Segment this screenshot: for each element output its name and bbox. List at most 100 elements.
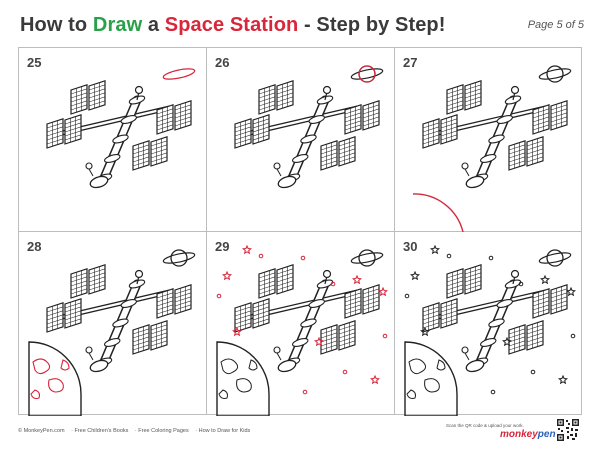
solar-cell-line [423, 126, 439, 133]
solar-cell-line [71, 276, 87, 283]
solar-panel [526, 136, 544, 167]
solar-cell-line [259, 104, 275, 111]
solar-cell-line [509, 156, 525, 163]
step-cell: 25 [19, 48, 207, 232]
qr-code-icon[interactable] [556, 418, 580, 442]
solar-cell-line [157, 112, 173, 119]
solar-cell-line [423, 306, 439, 313]
solar-cell-line [363, 288, 379, 295]
solar-cell-line [253, 306, 269, 313]
solar-cell-line [47, 306, 63, 313]
solar-panel [174, 284, 192, 315]
solar-cell-line [441, 314, 457, 321]
solar-cell-line [47, 134, 63, 141]
earth-continents [218, 358, 258, 399]
solar-cell-line [423, 130, 439, 137]
star-icon [352, 274, 362, 285]
station-drawing [234, 65, 384, 189]
solar-cell-line [447, 276, 463, 283]
solar-cell-line [447, 96, 463, 103]
planet-ring [350, 252, 384, 264]
solar-cell-line [235, 306, 251, 313]
solar-cell-line [509, 340, 525, 347]
solar-cell-line [157, 108, 173, 115]
star-icon [502, 336, 512, 347]
space-dot [342, 369, 348, 375]
solar-cell-line [509, 144, 525, 151]
title-draw: Draw [92, 14, 143, 36]
solar-panel [156, 104, 174, 135]
step-cell: 27 [395, 48, 583, 232]
solar-cell-line [259, 92, 275, 99]
solar-cell-line [551, 296, 567, 303]
footer-link[interactable]: · How to Draw for Kids [195, 428, 251, 434]
solar-cell-line [89, 96, 105, 103]
solar-cell-line [363, 120, 379, 127]
solar-cell-line [527, 148, 543, 155]
solar-cell-line [465, 284, 481, 291]
solar-cell-line [345, 108, 361, 115]
space-dot [258, 253, 264, 259]
footer-link[interactable]: © MonkeyPen.com [18, 428, 65, 434]
solar-cell-line [235, 314, 251, 321]
solar-cell-line [465, 84, 481, 91]
solar-panel [508, 324, 526, 355]
solar-panel [320, 140, 338, 171]
solar-panel [446, 268, 464, 299]
footer-link[interactable]: · Free Coloring Pages [134, 428, 189, 434]
space-dot [570, 333, 576, 339]
solar-cell-line [533, 112, 549, 119]
solar-panel [362, 284, 380, 315]
solar-cell-line [71, 100, 87, 107]
solar-cell-line [447, 100, 463, 107]
solar-cell-line [133, 340, 149, 347]
module-ring [308, 299, 325, 308]
solar-panel [440, 114, 458, 145]
solar-cell-line [71, 288, 87, 295]
space-dot [300, 255, 306, 261]
solar-cell-line [321, 328, 337, 335]
antenna-dish [510, 85, 520, 95]
solar-panel [464, 264, 482, 295]
station-drawing [28, 249, 196, 416]
space-dot [216, 293, 222, 299]
solar-cell-line [447, 280, 463, 287]
solar-panel [508, 140, 526, 171]
planet-ring [538, 68, 572, 80]
solar-cell-line [151, 332, 167, 339]
solar-cell-line [259, 280, 275, 287]
solar-cell-line [157, 120, 173, 127]
solar-cell-line [339, 328, 355, 335]
solar-panel [362, 100, 380, 131]
module-ring [480, 154, 497, 163]
earth-outline [404, 341, 458, 416]
solar-panel [132, 140, 150, 171]
module-ring [104, 338, 121, 347]
solar-cell-line [339, 140, 355, 147]
small-antenna [273, 346, 281, 354]
antenna-dish [134, 269, 144, 279]
step-cell: 29 [207, 232, 395, 416]
solar-cell-line [133, 148, 149, 155]
solar-panel [320, 324, 338, 355]
docking-capsule [465, 359, 485, 373]
footer-link[interactable]: · Free Children's Books [71, 428, 129, 434]
solar-cell-line [175, 304, 191, 311]
solar-cell-line [65, 134, 81, 141]
solar-cell-line [363, 296, 379, 303]
solar-cell-line [133, 160, 149, 167]
solar-cell-line [465, 272, 481, 279]
solar-cell-line [235, 122, 251, 129]
solar-cell-line [175, 116, 191, 123]
steps-grid: 25 26 27 28 29 30 [18, 47, 583, 416]
solar-cell-line [277, 276, 293, 283]
small-antenna [461, 162, 469, 170]
solar-cell-line [551, 300, 567, 307]
solar-panel [464, 80, 482, 111]
solar-cell-line [157, 300, 173, 307]
solar-cell-line [133, 336, 149, 343]
earth-continents [406, 358, 446, 399]
solar-cell-line [447, 104, 463, 111]
station-drawing [46, 68, 196, 189]
solar-cell-line [551, 304, 567, 311]
